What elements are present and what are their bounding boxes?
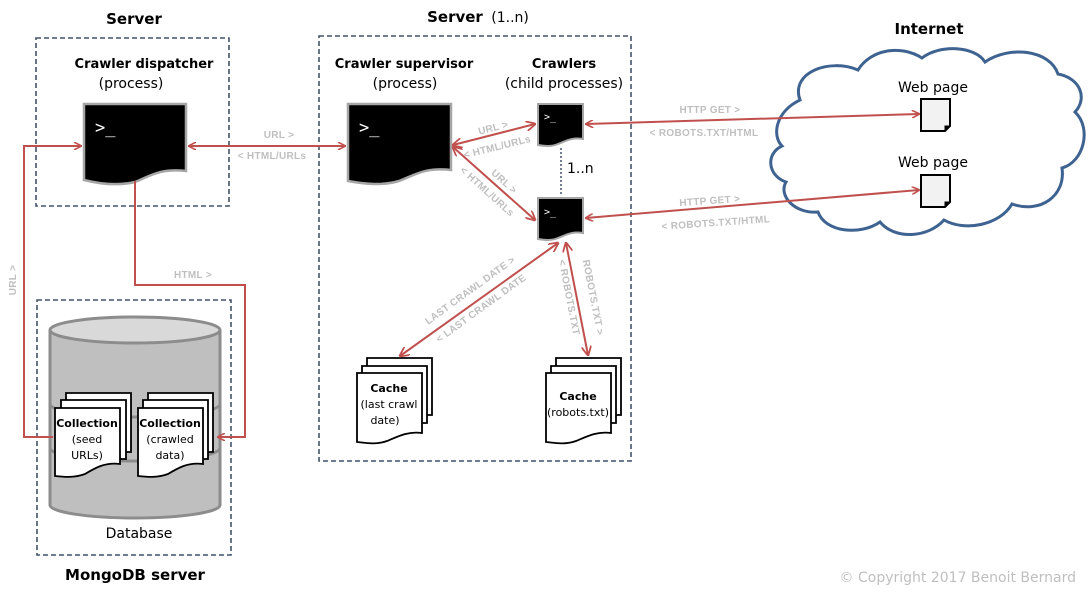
dispatcher-subtitle: (process) xyxy=(99,76,164,92)
web-page-2-label: Web page xyxy=(898,155,968,171)
dispatcher-to-crawled-arrow xyxy=(134,181,246,437)
cache-last-crawl-title: Cache xyxy=(370,382,407,395)
collection-seed-urls-icon[interactable] xyxy=(54,392,132,478)
dispatcher-supervisor-back-label: < HTML/URLs xyxy=(238,151,307,162)
dispatcher-server-box xyxy=(35,37,230,207)
crawler-multiplicity-label: 1..n xyxy=(567,161,594,177)
dispatcher-supervisor-forward-label: URL > xyxy=(264,130,295,141)
dispatcher-server-title: Server xyxy=(106,10,162,28)
crawler-2-prompt: >_ xyxy=(544,207,557,218)
copyright-text: © Copyright 2017 Benoit Bernard xyxy=(840,570,1076,586)
cache-robots-line1: (robots.txt) xyxy=(547,406,609,419)
collection-crawled-line1: (crawled xyxy=(146,433,193,446)
cache-last-crawl-line1: (last crawl xyxy=(361,398,418,411)
mongodb-server-title: MongoDB server xyxy=(65,566,206,584)
web-page-2-icon[interactable] xyxy=(920,174,951,208)
crawler-1-terminal-icon[interactable]: >_ xyxy=(537,103,584,147)
seed-to-dispatcher-label: URL > xyxy=(8,265,19,296)
supervisor-subtitle: (process) xyxy=(373,76,438,92)
supervisor-server-title-suffix: (1..n) xyxy=(491,10,529,26)
crawler-robots-cache-arrow xyxy=(566,243,588,355)
database-label: Database xyxy=(106,526,173,542)
supervisor-server-title-main: Server xyxy=(427,8,483,26)
crawler-2-webpage-back-label: < ROBOTS.TXT/HTML xyxy=(661,214,770,233)
crawler-robots-forward-label: ROBOTS.TXT > xyxy=(580,259,605,336)
web-page-1-icon[interactable] xyxy=(920,98,951,132)
seed-to-dispatcher-arrow xyxy=(23,146,81,438)
supervisor-terminal-icon[interactable]: >_ xyxy=(346,102,453,186)
crawler-2-terminal-icon[interactable]: >_ xyxy=(537,197,584,241)
collection-seed-line2: URLs) xyxy=(71,449,103,462)
dispatcher-to-crawled-label: HTML > xyxy=(174,270,212,281)
dispatcher-terminal-icon[interactable]: >_ xyxy=(82,102,188,186)
crawler-1-webpage-forward-label: HTTP GET > xyxy=(680,105,741,116)
supervisor-crawler-1-arrow xyxy=(453,124,535,145)
cache-robots-title: Cache xyxy=(559,390,596,403)
dispatcher-prompt: >_ xyxy=(95,118,116,138)
crawler-1-webpage-back-label: < ROBOTS.TXT/HTML xyxy=(650,128,759,139)
crawler-2-webpage-arrow xyxy=(586,190,919,218)
supervisor-prompt: >_ xyxy=(359,118,380,138)
supervisor-crawler-2-arrow xyxy=(453,147,535,220)
collection-seed-title: Collection xyxy=(56,417,118,430)
crawler-1-webpage-arrow xyxy=(586,114,919,124)
collection-seed-line1: (seed xyxy=(72,433,103,446)
crawler-1-prompt: >_ xyxy=(544,112,557,123)
cache-last-crawl-line2: date) xyxy=(370,414,399,427)
cache-last-crawl-date-icon[interactable] xyxy=(356,357,433,445)
web-page-1-label: Web page xyxy=(898,80,968,96)
supervisor-server-title: Server (1..n) xyxy=(427,8,529,26)
supervisor-server-box xyxy=(318,35,632,462)
supervisor-title: Crawler supervisor xyxy=(335,57,474,72)
supervisor-crawler-1-back-label: < HTML/URLs xyxy=(463,134,532,161)
cache-robots-txt-icon[interactable] xyxy=(545,357,622,445)
internet-title: Internet xyxy=(894,20,963,38)
dispatcher-title: Crawler dispatcher xyxy=(75,57,215,72)
mongodb-server-box xyxy=(36,299,232,556)
collection-crawled-title: Collection xyxy=(139,417,201,430)
crawlers-subtitle: (child processes) xyxy=(505,76,623,92)
crawler-last-crawl-cache-arrow xyxy=(400,243,558,356)
crawlers-title: Crawlers xyxy=(532,57,596,72)
collection-crawled-line2: data) xyxy=(155,449,184,462)
crawler-2-webpage-forward-label: HTTP GET > xyxy=(679,194,741,209)
collection-crawled-data-icon[interactable] xyxy=(137,392,214,478)
